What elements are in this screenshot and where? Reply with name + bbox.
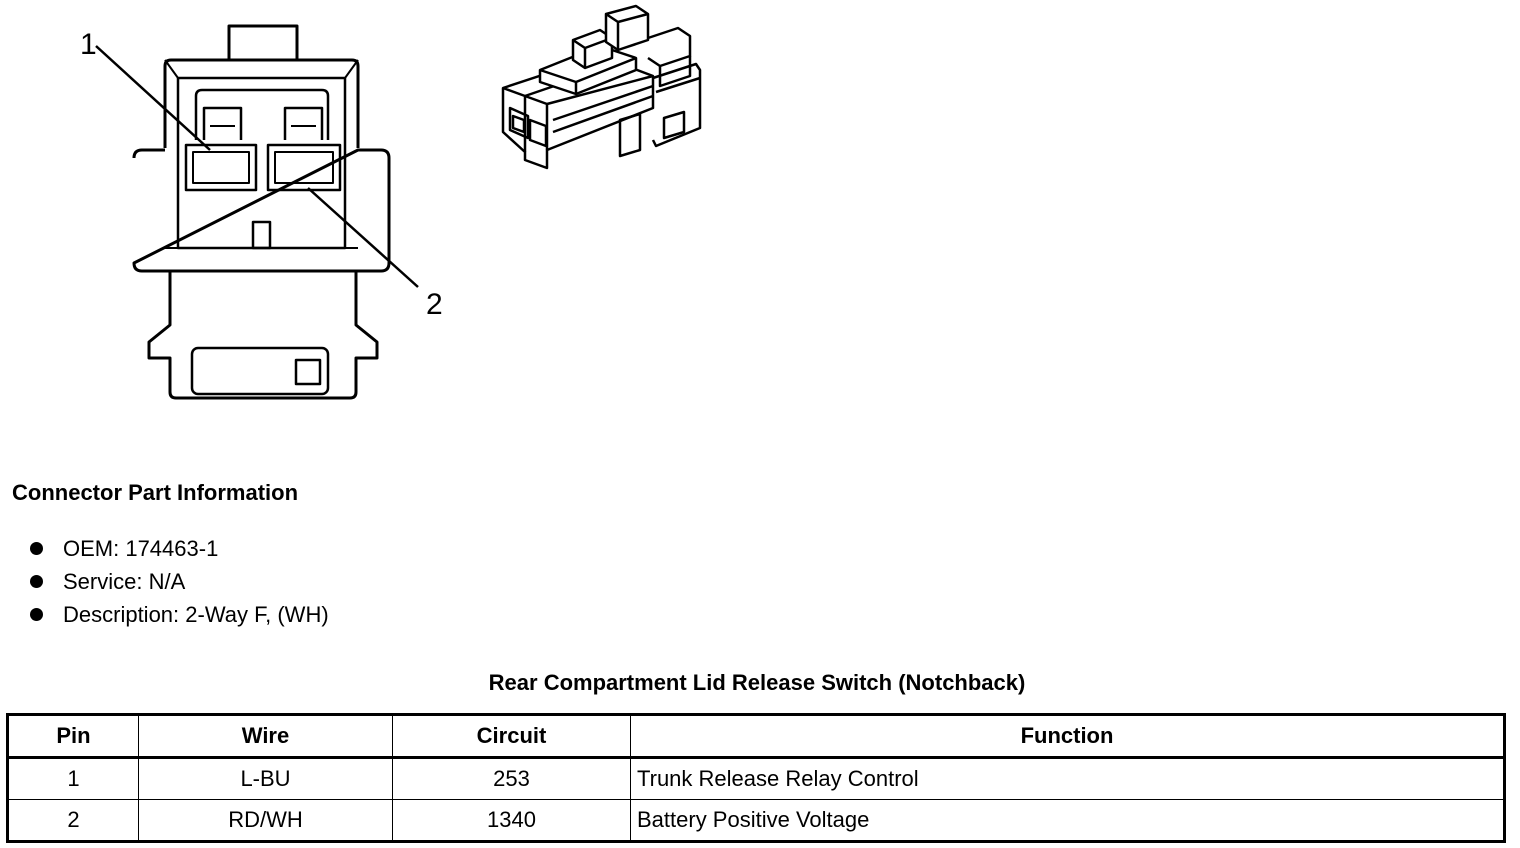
table-row: 2 RD/WH 1340 Battery Positive Voltage <box>7 799 1505 842</box>
service-part-number: Service: N/A <box>63 569 186 594</box>
callout-leader-1 <box>95 45 211 151</box>
function-cell: Battery Positive Voltage <box>630 799 1505 842</box>
connector-latch-tab <box>227 24 299 60</box>
connector-isometric-view <box>501 4 702 170</box>
connector-lower-body <box>147 271 379 400</box>
pinout-table-title: Rear Compartment Lid Release Switch (Not… <box>488 670 1026 695</box>
column-header-function: Function <box>630 714 1505 759</box>
list-item: OEM: 174463-1 <box>28 532 329 565</box>
circuit-cell: 1340 <box>392 799 631 842</box>
function-cell: Trunk Release Relay Control <box>630 757 1505 800</box>
bullet-icon <box>30 575 43 588</box>
terminal-2 <box>266 106 342 192</box>
table-row: 1 L-BU 253 Trunk Release Relay Control <box>7 757 1505 800</box>
column-header-pin: Pin <box>7 714 139 759</box>
connector-info-list: OEM: 174463-1 Service: N/A Description: … <box>28 532 329 631</box>
connector-housing-body <box>132 148 391 273</box>
list-item: Service: N/A <box>28 565 329 598</box>
polarization-key <box>251 220 272 250</box>
table-header-row: Pin Wire Circuit Function <box>7 714 1505 759</box>
connector-description: Description: 2-Way F, (WH) <box>63 602 329 627</box>
connector-info-heading: Connector Part Information <box>12 480 299 505</box>
bullet-icon <box>30 542 43 555</box>
connector-diagram: 1 2 <box>80 4 702 400</box>
pin-cell: 2 <box>7 799 139 842</box>
oem-part-number: OEM: 174463-1 <box>63 536 219 561</box>
callout-1: 1 <box>80 28 97 61</box>
bullet-icon <box>30 608 43 621</box>
wire-cell: RD/WH <box>138 799 393 842</box>
terminal-1 <box>184 106 258 192</box>
connector-lock-window <box>190 346 330 396</box>
pin-cell: 1 <box>7 757 139 800</box>
connector-housing-top <box>163 58 360 148</box>
callout-leader-2 <box>307 187 419 288</box>
wire-cell: L-BU <box>138 757 393 800</box>
list-item: Description: 2-Way F, (WH) <box>28 598 329 631</box>
column-header-wire: Wire <box>138 714 393 759</box>
callout-2: 2 <box>426 288 443 321</box>
column-header-circuit: Circuit <box>392 714 631 759</box>
circuit-cell: 253 <box>392 757 631 800</box>
pinout-table: Pin Wire Circuit Function 1 L-BU 253 Tru… <box>6 713 1506 843</box>
